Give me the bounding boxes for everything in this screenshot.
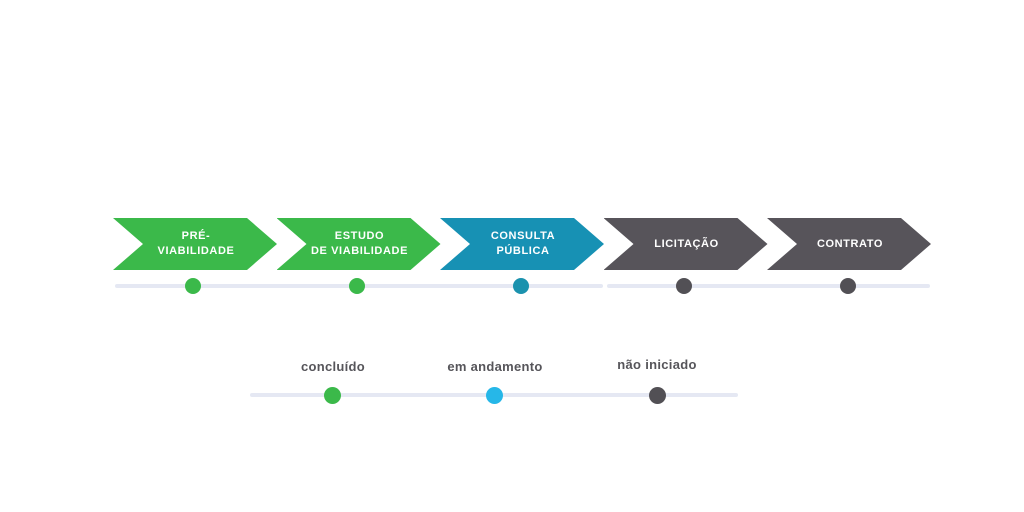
legend-dot-nao-iniciado [649, 387, 666, 404]
stage-consulta-publica: CONSULTA PÚBLICA [440, 218, 604, 270]
legend-label-concluido: concluído [300, 359, 366, 374]
stage-label-pre-viabilidade: PRÉ- VIABILIDADE [157, 230, 235, 257]
stage-dot-pre-viabilidade [185, 278, 201, 294]
stage-label-estudo-de-viabilidade: ESTUDO DE VIABILIDADE [310, 230, 409, 257]
stage-label-consulta-publica: CONSULTA PÚBLICA [490, 230, 556, 257]
stage-dot-consulta-publica [513, 278, 529, 294]
legend-dot-em-andamento [486, 387, 503, 404]
stage-pre-viabilidade: PRÉ- VIABILIDADE [113, 218, 277, 270]
legend-label-nao-iniciado: não iniciado [617, 357, 697, 372]
stage-estudo-de-viabilidade: ESTUDO DE VIABILIDADE [276, 218, 441, 270]
stage-licitacao: LICITAÇÃO [603, 218, 768, 270]
timeline-track-segment-right [607, 284, 930, 288]
stage-dot-licitacao [676, 278, 692, 294]
stage-contrato: CONTRATO [767, 218, 931, 270]
stage-label-contrato: CONTRATO [816, 237, 884, 250]
stage-dot-estudo-de-viabilidade [349, 278, 365, 294]
legend-dot-concluido [324, 387, 341, 404]
legend-label-em-andamento: em andamento [447, 359, 543, 374]
stage-label-licitacao: LICITAÇÃO [654, 237, 719, 250]
stage-dot-contrato [840, 278, 856, 294]
